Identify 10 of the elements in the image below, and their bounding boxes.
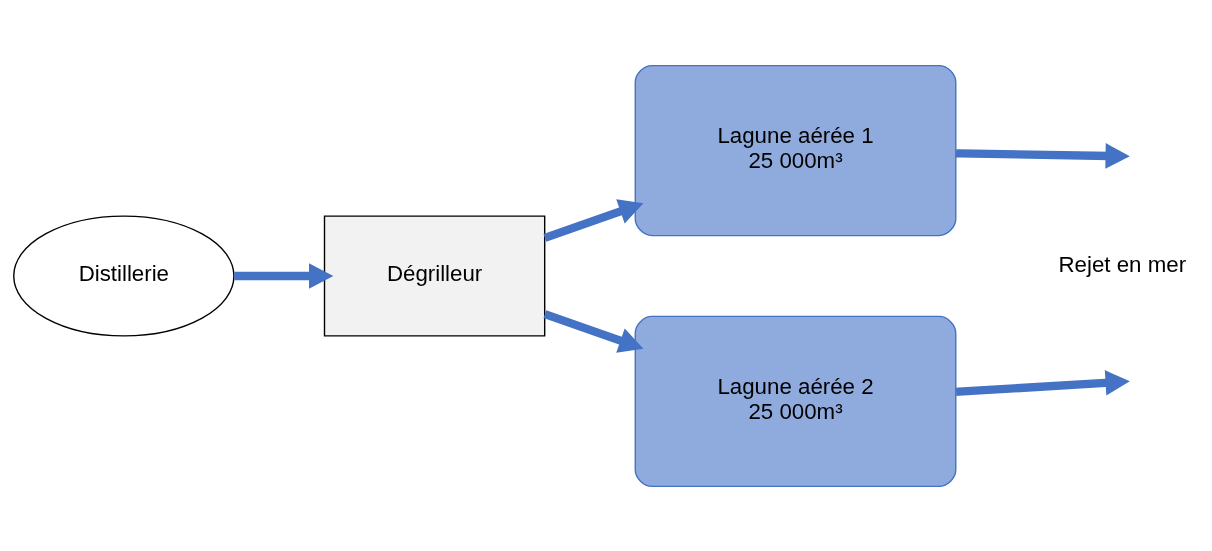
arrow bbox=[543, 309, 644, 353]
arrow bbox=[543, 198, 644, 242]
node-ellipse: Distillerie bbox=[13, 214, 235, 337]
node-box: Dégrilleur bbox=[323, 214, 546, 337]
node-box: Lagune aérée 1 25 000m³ bbox=[634, 64, 957, 236]
arrow bbox=[956, 142, 1130, 169]
label: Rejet en mer bbox=[1058, 251, 1187, 277]
arrow bbox=[234, 262, 334, 289]
arrow bbox=[955, 369, 1130, 396]
node-box: Lagune aérée 2 25 000m³ bbox=[634, 315, 957, 487]
